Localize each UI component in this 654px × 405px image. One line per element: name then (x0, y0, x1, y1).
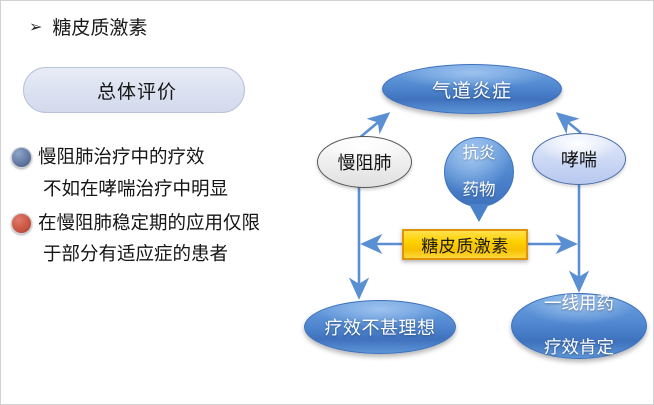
node-copd-label: 慢阻肺 (337, 153, 392, 173)
connector-layer (348, 112, 590, 300)
node-glucocorticoid[interactable]: 糖皮质激素 (402, 229, 528, 260)
edge-asthma-to-airway (555, 112, 582, 135)
list-item-label: 在慢阻肺稳定期的应用仅限 (38, 211, 261, 233)
list-item: 在慢阻肺稳定期的应用仅限 (11, 209, 311, 237)
flow-diagram: 气道炎症 慢阻肺 抗炎 药物 哮喘 糖皮质激素 疗效不甚理想 一线用药 疗效肯定 (285, 53, 653, 383)
list-item-continuation: 于部分有适应症的患者 (43, 243, 229, 265)
node-airway-inflammation-label: 气道炎症 (431, 80, 512, 102)
list-item-continuation: 不如在哮喘治疗中明显 (43, 177, 229, 199)
node-asthma-label: 哮喘 (561, 150, 597, 170)
section-label-pill: 总体评价 (23, 67, 245, 113)
blue-sphere-bullet-icon (11, 147, 32, 168)
edge-copd-to-airway (357, 112, 391, 140)
list-item-label: 慢阻肺治疗中的疗效 (38, 146, 205, 167)
node-copd[interactable]: 慢阻肺 (317, 136, 412, 188)
section-label-text: 总体评价 (96, 81, 177, 103)
node-glucocorticoid-label: 糖皮质激素 (421, 237, 509, 256)
node-poor-effect-label: 疗效不甚理想 (324, 318, 436, 338)
bullet-list: 慢阻肺治疗中的疗效 不如在哮喘治疗中明显 在慢阻肺稳定期的应用仅限 于部分有适应… (11, 143, 311, 274)
red-sphere-bullet-icon (11, 212, 32, 234)
drug-label-line1: 抗炎 (462, 144, 496, 163)
first-line-label-line1: 一线用药 (544, 293, 614, 314)
node-poor-effect[interactable]: 疗效不甚理想 (304, 300, 456, 354)
page-title-text: 糖皮质激素 (52, 18, 148, 39)
first-line-label-line2: 疗效肯定 (544, 336, 614, 357)
drug-label-line2: 药物 (462, 181, 496, 200)
arrow-bullet-icon: ➢ (29, 18, 43, 36)
node-airway-inflammation[interactable]: 气道炎症 (382, 64, 562, 114)
list-item: 慢阻肺治疗中的疗效 (11, 143, 311, 171)
node-anti-inflammatory-drug-label: 抗炎 药物 (463, 144, 496, 199)
node-first-line-drug[interactable]: 一线用药 疗效肯定 (511, 293, 647, 359)
page-title: ➢ 糖皮质激素 (29, 13, 147, 40)
node-asthma[interactable]: 哮喘 (532, 133, 626, 185)
node-first-line-drug-label: 一线用药 疗效肯定 (544, 293, 614, 359)
node-anti-inflammatory-drug[interactable]: 抗炎 药物 (444, 137, 514, 222)
